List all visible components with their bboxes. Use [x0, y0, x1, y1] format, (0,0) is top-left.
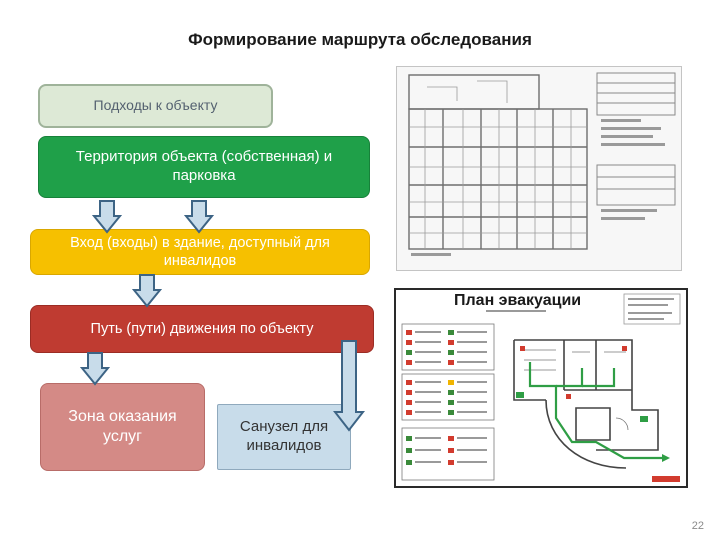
territory-box: Территория объекта (собственная) и парко… — [38, 136, 370, 198]
path-box: Путь (пути) движения по объекту — [30, 305, 374, 353]
down-arrow-icon — [184, 200, 214, 234]
entrance-box: Вход (входы) в здание, доступный для инв… — [30, 229, 370, 275]
entrance-label: Вход (входы) в здание, доступный для инв… — [70, 234, 330, 269]
long-down-arrow-icon — [333, 340, 365, 432]
approach-label: Подходы к объекту — [93, 97, 218, 114]
down-arrow-icon — [132, 274, 162, 308]
floor-plan-image — [396, 66, 682, 271]
slide-title: Формирование маршрута обследования — [188, 30, 532, 49]
down-arrow-icon — [92, 200, 122, 234]
evacuation-plan-title: План эвакуации — [454, 292, 582, 309]
territory-label: Территория объекта (собственная) и парко… — [75, 148, 333, 184]
restroom-label: Санузел для инвалидов — [239, 418, 329, 454]
restroom-box: Санузел для инвалидов — [217, 404, 351, 470]
approach-box: Подходы к объекту — [38, 84, 273, 128]
service-zone-label: Зона оказания услуг — [68, 408, 177, 445]
service-zone-box: Зона оказания услуг — [40, 383, 205, 471]
evacuation-plan-image: План эвакуации — [394, 288, 688, 488]
page-number: 22 — [691, 520, 704, 532]
path-label: Путь (пути) движения по объекту — [90, 320, 314, 337]
down-arrow-icon — [80, 352, 110, 386]
